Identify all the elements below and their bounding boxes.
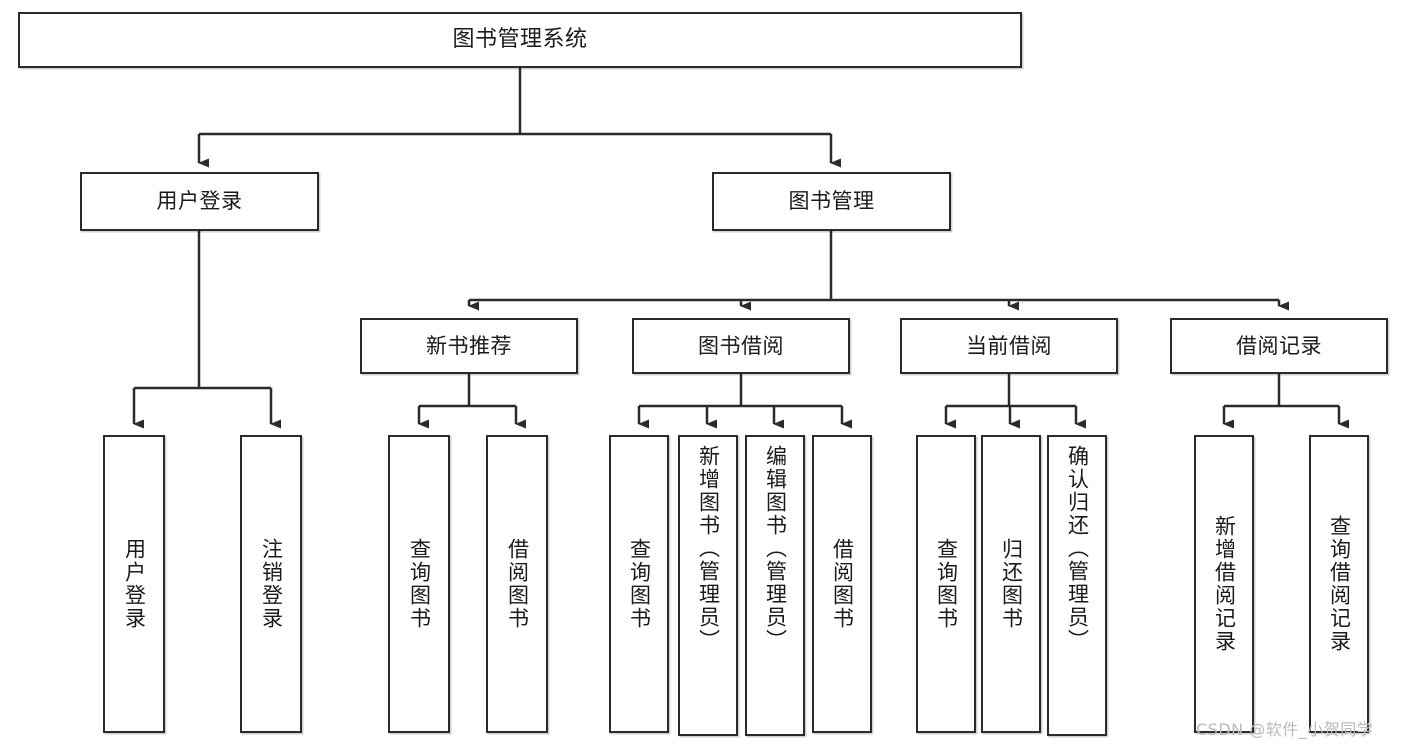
node-label: 新增借阅记录: [1212, 515, 1237, 653]
node-label: 确认归还（管理员）: [1065, 445, 1090, 652]
node-label: 查询图书: [407, 538, 432, 630]
node-new-book-recommendation[interactable]: 新书推荐: [360, 318, 578, 374]
node-label: 用户登录: [156, 189, 243, 214]
leaf-current-return-book[interactable]: 归还图书: [981, 435, 1041, 733]
node-label: 编辑图书（管理员）: [763, 445, 788, 652]
node-root-library-system[interactable]: 图书管理系统: [18, 12, 1022, 68]
leaf-new-book-query[interactable]: 查询图书: [388, 435, 450, 733]
leaf-user-login-login[interactable]: 用户登录: [103, 435, 165, 733]
node-label: 借阅记录: [1236, 333, 1322, 358]
node-label: 查询图书: [627, 538, 652, 630]
node-label: 新书推荐: [426, 333, 512, 358]
leaf-borrow-borrow-book[interactable]: 借阅图书: [812, 435, 872, 733]
node-current-borrowing[interactable]: 当前借阅: [900, 318, 1118, 374]
leaf-borrow-query-book[interactable]: 查询图书: [609, 435, 669, 733]
node-label: 用户登录: [122, 538, 147, 630]
node-book-borrowing[interactable]: 图书借阅: [632, 318, 850, 374]
node-label: 图书管理系统: [452, 27, 588, 53]
leaf-record-query-borrow-record[interactable]: 查询借阅记录: [1309, 435, 1369, 733]
leaf-new-book-borrow[interactable]: 借阅图书: [486, 435, 548, 733]
node-book-management[interactable]: 图书管理: [712, 172, 951, 231]
leaf-current-confirm-return-admin[interactable]: 确认归还（管理员）: [1047, 435, 1107, 736]
node-label: 当前借阅: [966, 333, 1052, 358]
node-label: 图书管理: [788, 189, 875, 214]
node-label: 查询图书: [934, 538, 959, 630]
node-label: 借阅图书: [830, 538, 855, 630]
node-label: 归还图书: [999, 538, 1024, 630]
leaf-borrow-add-book-admin[interactable]: 新增图书（管理员）: [678, 435, 738, 736]
node-label: 新增图书（管理员）: [696, 445, 721, 652]
node-label: 借阅图书: [505, 538, 530, 630]
node-label: 注销登录: [259, 538, 284, 630]
leaf-record-add-borrow-record[interactable]: 新增借阅记录: [1194, 435, 1254, 733]
leaf-user-login-logout[interactable]: 注销登录: [240, 435, 302, 733]
csdn-watermark: CSDN @软件_小贺同学: [1196, 720, 1374, 739]
node-label: 图书借阅: [698, 333, 784, 358]
leaf-borrow-edit-book-admin[interactable]: 编辑图书（管理员）: [745, 435, 805, 736]
node-user-login[interactable]: 用户登录: [80, 172, 319, 231]
node-label: 查询借阅记录: [1327, 515, 1352, 653]
leaf-current-query-book[interactable]: 查询图书: [916, 435, 976, 733]
node-borrow-records[interactable]: 借阅记录: [1170, 318, 1388, 374]
